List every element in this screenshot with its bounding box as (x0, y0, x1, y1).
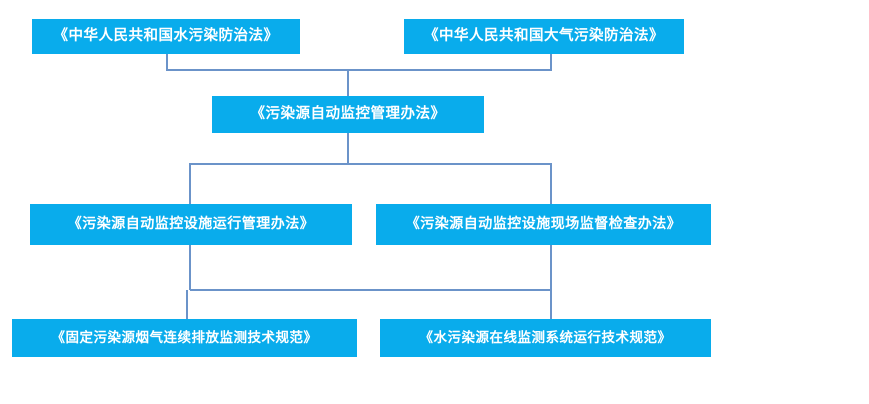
node-air-pollution-law[interactable]: 《中华人民共和国大气污染防治法》 (404, 19, 684, 54)
node-stationary-source-flue-gas-cems-spec[interactable]: 《固定污染源烟气连续排放监测技术规范》 (12, 319, 357, 357)
node-facility-onsite-inspection-measures[interactable]: 《污染源自动监控设施现场监督检查办法》 (376, 204, 711, 245)
edge-auto-admin-to-facility-op (188, 162, 348, 204)
edge-water-law-to-auto-admin (165, 54, 348, 72)
node-auto-monitoring-admin-measures[interactable]: 《污染源自动监控管理办法》 (212, 96, 484, 133)
edge-auto-admin-to-facility-in (348, 162, 553, 204)
node-facility-operation-admin-measures[interactable]: 《污染源自动监控设施运行管理办法》 (30, 204, 352, 245)
node-water-pollution-law[interactable]: 《中华人民共和国水污染防治法》 (32, 19, 300, 54)
node-water-source-online-monitoring-spec[interactable]: 《水污染源在线监测系统运行技术规范》 (380, 319, 711, 357)
edge-air-law-to-auto-admin (348, 54, 553, 72)
